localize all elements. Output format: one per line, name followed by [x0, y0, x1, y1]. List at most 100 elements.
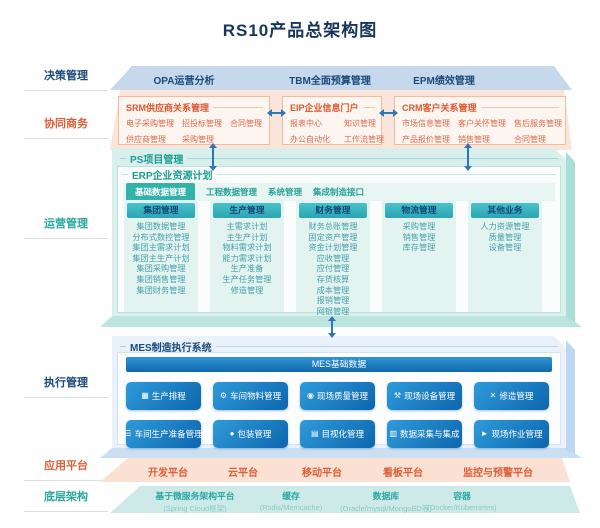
tab-engineering-data[interactable]: 工程数据管理: [206, 187, 258, 197]
forklift-icon: ⚙: [219, 391, 228, 400]
column-item: 生产任务管理: [222, 274, 272, 284]
mes-container-side: [566, 340, 575, 454]
crm-title-row: CRM客户关系管理: [395, 97, 565, 117]
eip-item: 办公自动化: [290, 135, 330, 144]
mes-button-onsite-operation[interactable]: ► 现场作业管理: [474, 420, 549, 448]
column-item: 质量管理: [488, 232, 522, 242]
column-item: 物料需求计划: [222, 243, 272, 253]
infra-item-microservice: 基于微服务架构平台 (Spring Cloud框架): [155, 489, 234, 514]
column-item: 主生产计划: [226, 232, 268, 242]
srm-title-row: SRM供应商关系管理: [119, 97, 269, 117]
column-item: 主需求计划: [226, 222, 268, 231]
eip-box: EIP企业信息门户 报表中心 知识管理 办公自动化 工作流管理: [282, 96, 384, 145]
infra-item-container: 容器 (Docker/Kubernetes): [427, 489, 496, 512]
erp-tabbar: 基础数据管理 工程数据管理 系统管理 集成制造接口: [123, 183, 555, 201]
app-item-kanban: 看板平台: [383, 468, 423, 479]
mes-button-packaging[interactable]: ● 包装管理: [213, 420, 288, 448]
mes-button-label: 现场设备管理: [404, 391, 456, 401]
column-item: 设备管理: [488, 243, 522, 253]
column-item: 生产准备: [230, 264, 264, 274]
column-item: 报销管理: [316, 296, 350, 306]
column-item: 集团数据管理: [136, 222, 186, 231]
mes-button-label: 数据采集与集成: [400, 429, 460, 439]
person-list-icon: ☰: [124, 429, 132, 438]
mes-button-onsite-quality[interactable]: ◉ 现场质量管理: [300, 382, 375, 410]
crm-item: 客户关怀管理: [458, 119, 506, 128]
column-item: 存货核算: [316, 274, 350, 284]
mes-button-visualization[interactable]: ▤ 目视化管理: [300, 420, 375, 448]
srm-item: 招投标管理: [182, 119, 222, 128]
ps-title-row: PS项目管理: [120, 151, 558, 166]
eip-title-row: EIP企业信息门户: [283, 97, 381, 117]
page-title: RS10产品总架构图: [222, 21, 378, 40]
schedule-grid-icon: ▦: [141, 391, 149, 400]
crm-item: 市场信息管理: [402, 119, 450, 128]
side-label-infra: 底层架构: [24, 488, 108, 512]
srm-erp-double-arrow-icon: [209, 143, 217, 171]
decision-item-opa: OPA运营分析: [153, 76, 215, 87]
column-item: 集团主生产计划: [132, 253, 190, 263]
tab-system-mgmt[interactable]: 系统管理: [268, 187, 303, 197]
infra-name: 基于微服务架构平台: [155, 491, 235, 501]
infra-sub: (Rsdis/Memcache): [259, 503, 323, 512]
mes-button-label: 包装管理: [237, 429, 272, 439]
crm-box: CRM客户关系管理 市场信息管理 客户关怀管理 售后服务管理 产品报价管理 销售…: [394, 96, 566, 145]
infra-item-database: 数据库 (Oracle/mysql/MongoBD等): [340, 489, 432, 514]
mes-button-label: 现场质量管理: [316, 391, 368, 401]
column-item: 应收管理: [316, 253, 350, 263]
mes-button-label: 修造管理: [499, 391, 534, 401]
crm-item: 售后服务管理: [514, 119, 562, 128]
erp-column-production: 生产管理 主需求计划 主生产计划 物料需求计划 能力需求计划 生产准备 生产任务…: [210, 200, 284, 312]
column-item: 应付管理: [316, 264, 350, 274]
mes-button-production-preparation[interactable]: ☰ 车间生产准备管理: [124, 420, 203, 448]
crm-erp-double-arrow-icon: [464, 143, 472, 171]
erp-column-other: 其他业务 人力资源管理 质量管理 设备管理: [468, 200, 542, 312]
column-item: 集团采购管理: [136, 264, 186, 274]
mes-button-label: 现场作业管理: [491, 429, 543, 439]
erp-column-group: 集团管理 集团数据管理 分布式数控管理 集团主需求计划 集团主生产计划 集团采购…: [124, 200, 198, 312]
crossed-tools-icon: ✕: [489, 391, 497, 400]
column-item: 销售管理: [402, 232, 436, 242]
ops-container-floor: [100, 316, 582, 327]
infra-name: 缓存: [282, 491, 300, 501]
column-item: 能力需求计划: [222, 253, 272, 263]
eip-crm-double-arrow-icon: [379, 109, 398, 117]
column-item: 修造管理: [230, 285, 264, 295]
column-item: 网银管理: [316, 306, 350, 316]
column-item: 财务总账管理: [308, 222, 358, 231]
mes-button-production-scheduling[interactable]: ▦ 生产排程: [126, 382, 201, 410]
infra-sub: (Oracle/mysql/MongoBD等): [340, 504, 432, 513]
column-item: 集团财务管理: [136, 285, 186, 295]
app-platform-band: 开发平台 云平台 移动平台 看板平台 监控与预警平台: [100, 458, 570, 482]
column-item: 库存管理: [402, 243, 436, 253]
column-header: 生产管理: [213, 203, 281, 218]
eip-item: 报表中心: [290, 119, 322, 128]
mes-button-onsite-equipment[interactable]: ⚒ 现场设备管理: [387, 382, 462, 410]
mes-button-repair-mgmt[interactable]: ✕ 修造管理: [474, 382, 549, 410]
mes-button-workshop-material[interactable]: ⚙ 车间物料管理: [213, 382, 288, 410]
tab-integration-api[interactable]: 集成制造接口: [313, 187, 365, 197]
eip-title: EIP企业信息门户: [290, 103, 359, 113]
pointer-icon: ►: [480, 429, 489, 438]
app-item-monitor: 监控与预警平台: [463, 468, 533, 479]
column-item: 固定资产管理: [308, 232, 358, 242]
erp-mes-double-arrow-icon: [328, 316, 336, 338]
side-label-collab: 协同商务: [24, 115, 108, 139]
column-header: 物流管理: [385, 203, 453, 218]
app-item-dev: 开发平台: [148, 468, 188, 479]
srm-item: 采购管理: [182, 135, 214, 144]
erp-column-finance: 财务管理 财务总账管理 固定资产管理 资金计划管理 应收管理 应付管理 存货核算…: [296, 200, 370, 316]
crm-item: 销售管理: [458, 135, 490, 144]
side-label-decision: 决策管理: [24, 67, 108, 91]
side-label-execution: 执行管理: [24, 374, 108, 398]
mes-title-row: MES制造执行系统: [120, 339, 558, 354]
column-item: 成本管理: [316, 285, 350, 295]
mes-button-data-collection[interactable]: ▥ 数据采集与集成: [387, 420, 462, 448]
side-label-app: 应用平台: [24, 457, 108, 481]
app-item-mobile: 移动平台: [302, 468, 342, 479]
crm-item: 产品报价管理: [402, 135, 450, 144]
tab-basic-data[interactable]: 基础数据管理: [126, 183, 196, 201]
monitor-icon: ▥: [389, 429, 398, 438]
column-item: 采购管理: [402, 222, 436, 231]
mes-button-label: 车间物料管理: [230, 391, 282, 401]
